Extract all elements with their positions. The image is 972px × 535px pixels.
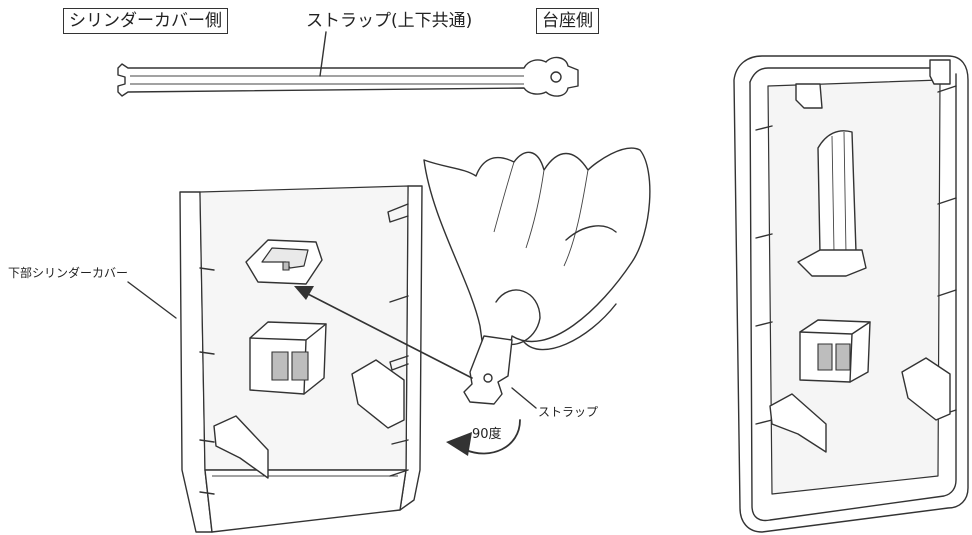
rotation-angle-label: 90度 [472,427,502,442]
cylinder-cover [733,55,969,533]
strap-common-label: ストラップ(上下共通) [306,11,473,31]
base-side-label: 台座側 [536,8,599,34]
rotation-arrow [446,419,521,456]
lower-cylinder-cover [179,185,423,533]
strap-pointer-line [511,387,537,409]
cover-leader-line [127,281,177,319]
hand-illustration [423,147,651,405]
strap-drawing [117,31,579,97]
insertion-arrow [294,286,473,379]
lower-cylinder-cover-label: 下部シリンダーカバー [8,266,129,280]
strap-label: ストラップ [538,405,599,419]
cylinder-cover-side-label: シリンダーカバー側 [63,8,228,34]
strap-leader-line [319,31,327,77]
